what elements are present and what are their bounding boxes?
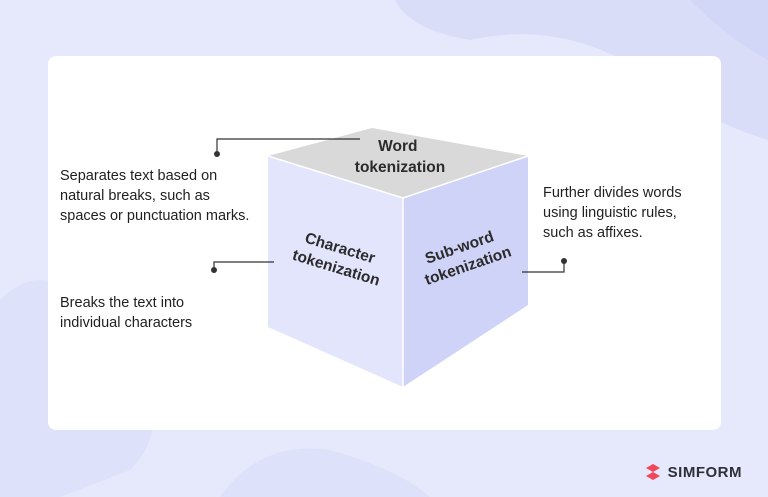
cube-left-face bbox=[268, 156, 403, 387]
simform-logo: SIMFORM bbox=[644, 463, 742, 481]
connector-word-dot bbox=[214, 151, 220, 157]
simform-logo-icon bbox=[645, 464, 660, 480]
cube-right-face bbox=[403, 156, 528, 387]
connector-subword bbox=[522, 262, 565, 273]
subword-description: Further divides words using linguistic r… bbox=[543, 185, 682, 241]
character-description: Breaks the text into individual characte… bbox=[60, 295, 193, 331]
word-description: Separates text based on natural breaks, … bbox=[60, 168, 250, 224]
cube-top-face bbox=[268, 128, 528, 198]
logo-text: SIMFORM bbox=[667, 463, 742, 481]
connector-character bbox=[213, 261, 274, 270]
connector-word bbox=[216, 138, 360, 153]
word-label: Word tokenization bbox=[355, 138, 445, 176]
connector-character-dot bbox=[211, 267, 217, 273]
connector-subword-dot bbox=[561, 258, 567, 264]
